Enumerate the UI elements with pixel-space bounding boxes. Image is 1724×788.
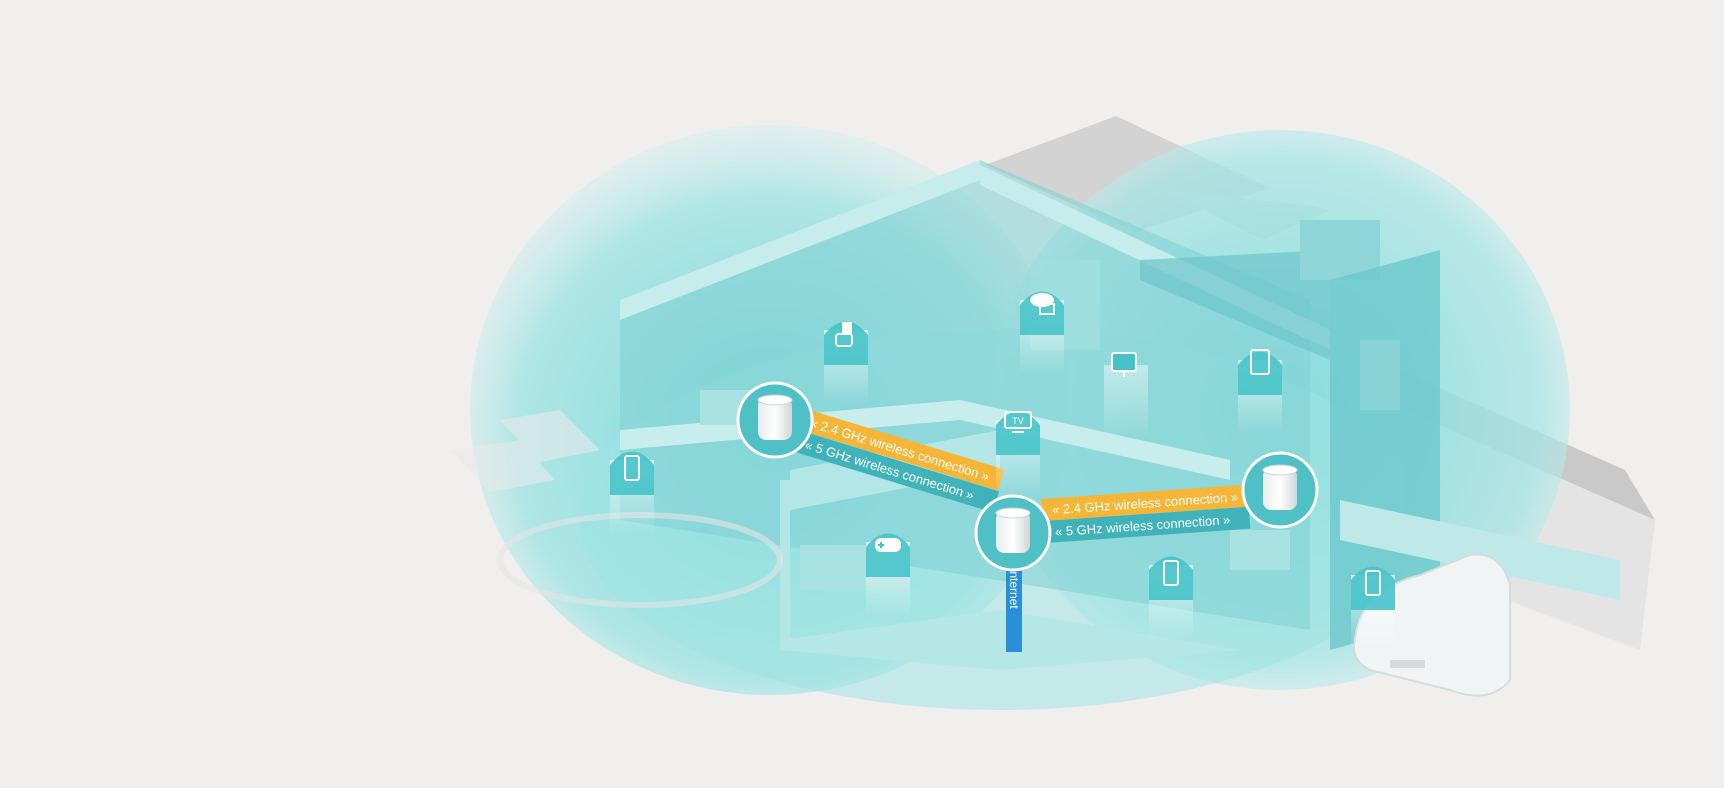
device-phone-kitchen — [1149, 556, 1193, 640]
internet-label: Internet — [1007, 568, 1021, 609]
router-node-left — [736, 381, 814, 459]
tablet-icon — [1250, 349, 1270, 375]
device-gamepad — [866, 533, 910, 617]
left-fade — [0, 0, 520, 788]
device-tv: TV — [996, 411, 1040, 495]
device-cloud-storage — [1020, 291, 1064, 375]
tv-icon-label: TV — [1012, 416, 1024, 426]
device-tablet — [1238, 349, 1282, 435]
computer-icon — [1111, 352, 1137, 377]
phone-icon — [1365, 570, 1381, 596]
cloud-files-icon — [1030, 293, 1055, 315]
device-computer — [1104, 352, 1148, 440]
internet-line: Internet — [1006, 560, 1022, 652]
tv-icon: TV — [1004, 411, 1032, 433]
router-node-right — [1241, 451, 1319, 529]
device-console-room — [824, 321, 868, 405]
phone-icon — [624, 455, 640, 481]
gamepad-icon — [875, 538, 901, 552]
phone-icon — [1163, 560, 1179, 586]
device-phone-patio — [610, 451, 654, 535]
router-node-center — [974, 494, 1052, 572]
game-console-icon — [835, 322, 853, 347]
device-phone-garage — [1351, 566, 1395, 650]
